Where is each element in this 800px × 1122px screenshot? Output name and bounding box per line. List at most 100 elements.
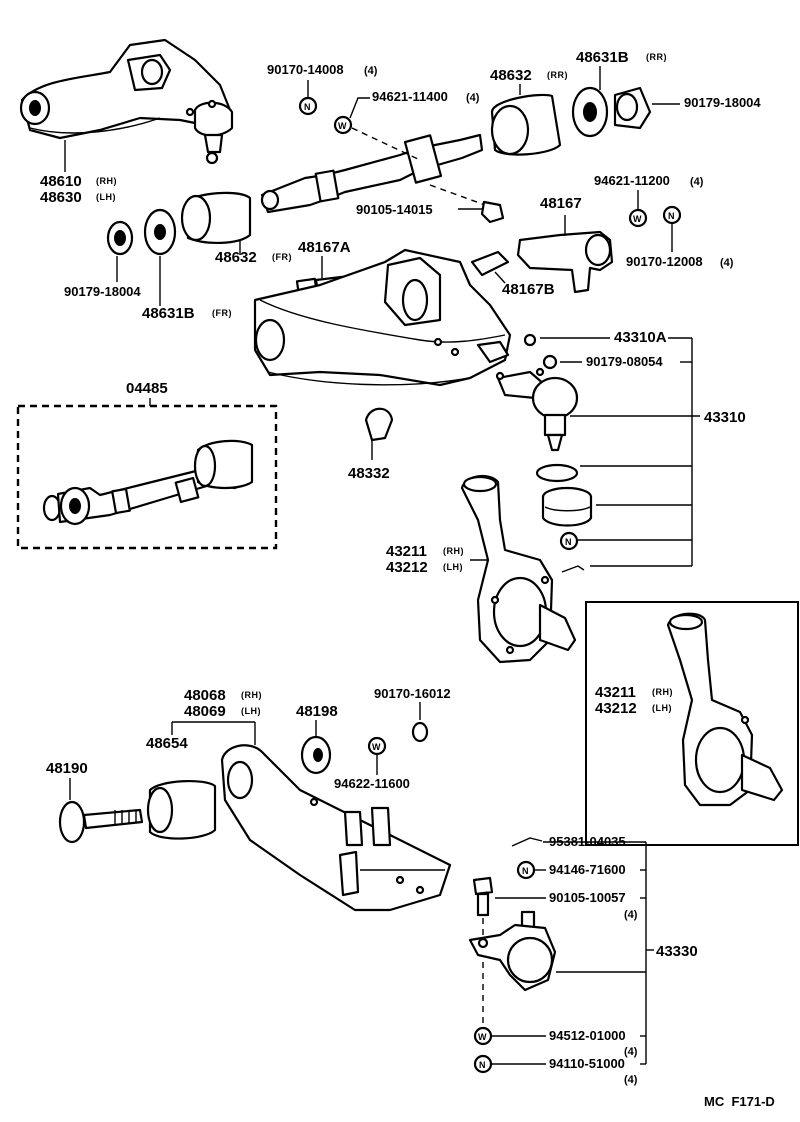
svg-text:W: W [372, 742, 381, 752]
label-bumper: 48332 [348, 465, 390, 482]
label-bracket-48167b: 48167B [502, 281, 555, 298]
svg-text:N: N [668, 211, 675, 221]
qty-washer-11200: (4) [690, 176, 704, 188]
bumper-48332-illustration [364, 407, 394, 460]
label-lower-washer: 48198 [296, 703, 338, 720]
label-bolt-10057: 90105-10057 [549, 890, 626, 905]
suffix-rr: (RR) [547, 70, 568, 80]
label-bushing-rr: 48632 [490, 67, 532, 84]
upper-shaft-illustration [260, 66, 680, 214]
label-nut-51000: 94110-51000 [549, 1056, 625, 1071]
label-upper-arm-rh: 48610 [40, 173, 82, 190]
nut-71600-icon [516, 860, 536, 880]
label-washer-01000: 94512-01000 [549, 1028, 626, 1043]
ring-icon [535, 463, 579, 483]
suffix-fr: (FR) [272, 252, 292, 262]
label-nut-fr: 90179-18004 [64, 284, 141, 299]
label-nut-rr: 90179-18004 [684, 95, 761, 110]
upper-arm-illustration [19, 38, 234, 165]
svg-text:N: N [522, 866, 529, 876]
svg-text:(RH): (RH) [241, 690, 262, 700]
knuckle-variant-illustration [666, 612, 784, 807]
shaft-kit-box [16, 404, 278, 550]
label-nut-71600: 94146-71600 [549, 862, 626, 877]
nut-12008-icon [662, 205, 682, 225]
label-bolt-48167a: 48167A [298, 239, 351, 256]
label-nut-16012: 90170-16012 [374, 686, 451, 701]
bushing-fr-illustration [106, 191, 252, 306]
label-knuckle-lh: 43212 [386, 559, 428, 576]
label-nut-08054: 90179-08054 [586, 354, 663, 369]
label-bolt-14015: 90105-14015 [356, 202, 433, 217]
label-bushing-fr: 48632 [215, 249, 257, 266]
suffix-stopper-rr: (RR) [646, 52, 667, 62]
label-nut-12008: 90170-12008 [626, 254, 703, 269]
label-knuckle-rh: 43211 [386, 543, 427, 560]
cover-43310a-icon [523, 333, 537, 347]
label-shaft-kit: 04485 [126, 380, 168, 397]
ball-joint-lower-illustration [468, 910, 557, 992]
bolt-14015-icon [458, 200, 505, 224]
label-washer-11200: 94621-11200 [594, 173, 670, 188]
nut-16012-icon [411, 721, 429, 743]
svg-text:W: W [478, 1032, 487, 1042]
lower-arm-illustration [220, 744, 452, 912]
footer-code: MC F171-D [704, 1094, 775, 1109]
qty-bolt-10057: (4) [624, 909, 638, 921]
cotter-pin-lower-icon [511, 837, 543, 847]
nut-43310-icon [559, 531, 579, 551]
lower-bolt-illustration [58, 800, 144, 844]
nut-51000-icon [473, 1054, 493, 1074]
upper-arm-body-illustration [253, 248, 512, 387]
qty-nut-14008: (4) [364, 65, 378, 77]
label-knuckle-lh-alt: 43212 [595, 700, 637, 717]
dust-boot-illustration [541, 486, 593, 527]
qty-washer-01000: (4) [624, 1046, 638, 1058]
label-lower-arm-lh: 48069 [184, 703, 226, 720]
suffix-knuckle-lh: (LH) [443, 562, 463, 572]
nut-08054-icon [542, 354, 558, 370]
label-stopper-fr: 48631B [142, 305, 195, 322]
qty-washer-11400: (4) [466, 92, 480, 104]
washer-11200-icon [628, 208, 648, 228]
svg-text:(LH): (LH) [241, 706, 261, 716]
qty-nut-51000: (4) [624, 1074, 638, 1086]
cotter-pin-icon [561, 565, 585, 573]
label-lower-bolt: 48190 [46, 760, 88, 777]
label-washer-11600: 94622-11600 [334, 776, 410, 791]
shaft-kit-illustration [42, 439, 254, 526]
knuckle-illustration [460, 474, 577, 664]
nut-mark: N [304, 102, 311, 112]
svg-text:N: N [565, 537, 572, 547]
suffix-lh: (LH) [96, 192, 116, 202]
svg-text:(RH): (RH) [652, 687, 673, 697]
svg-text:(LH): (LH) [652, 703, 672, 713]
label-lower-arm-rh: 48068 [184, 687, 226, 704]
qty-nut-12008: (4) [720, 257, 734, 269]
svg-text:W: W [633, 214, 642, 224]
label-ball-joint-lower: 43330 [656, 943, 698, 960]
label-nut-14008: 90170-14008 [267, 62, 344, 77]
washer-11400-icon [333, 115, 353, 135]
label-lower-bushing: 48654 [146, 735, 188, 752]
bracket-48167b-illustration [470, 250, 510, 284]
nut-14008-icon [298, 96, 318, 116]
washer-11600-icon [367, 736, 387, 756]
bolt-10057-illustration [472, 876, 494, 1030]
washer-mark: W [338, 121, 347, 131]
ball-joint-upper-illustration [495, 367, 579, 452]
suffix-rh: (RH) [96, 176, 117, 186]
lower-bushing-illustration [146, 779, 217, 840]
suffix-knuckle-rh: (RH) [443, 546, 464, 556]
label-ball-joint-upper: 43310 [704, 409, 746, 426]
label-knuckle-rh-alt: 43211 [595, 684, 636, 701]
suffix-stopper-fr: (FR) [212, 308, 232, 318]
washer-01000-icon [473, 1026, 493, 1046]
knuckle-variant-box [585, 601, 799, 846]
label-stopper-rr: 48631B [576, 49, 629, 66]
bracket-48167-illustration [516, 215, 614, 294]
label-washer-11400: 94621-11400 [372, 89, 448, 104]
svg-text:N: N [479, 1060, 486, 1070]
label-ball-joint-cover: 43310A [614, 329, 667, 346]
